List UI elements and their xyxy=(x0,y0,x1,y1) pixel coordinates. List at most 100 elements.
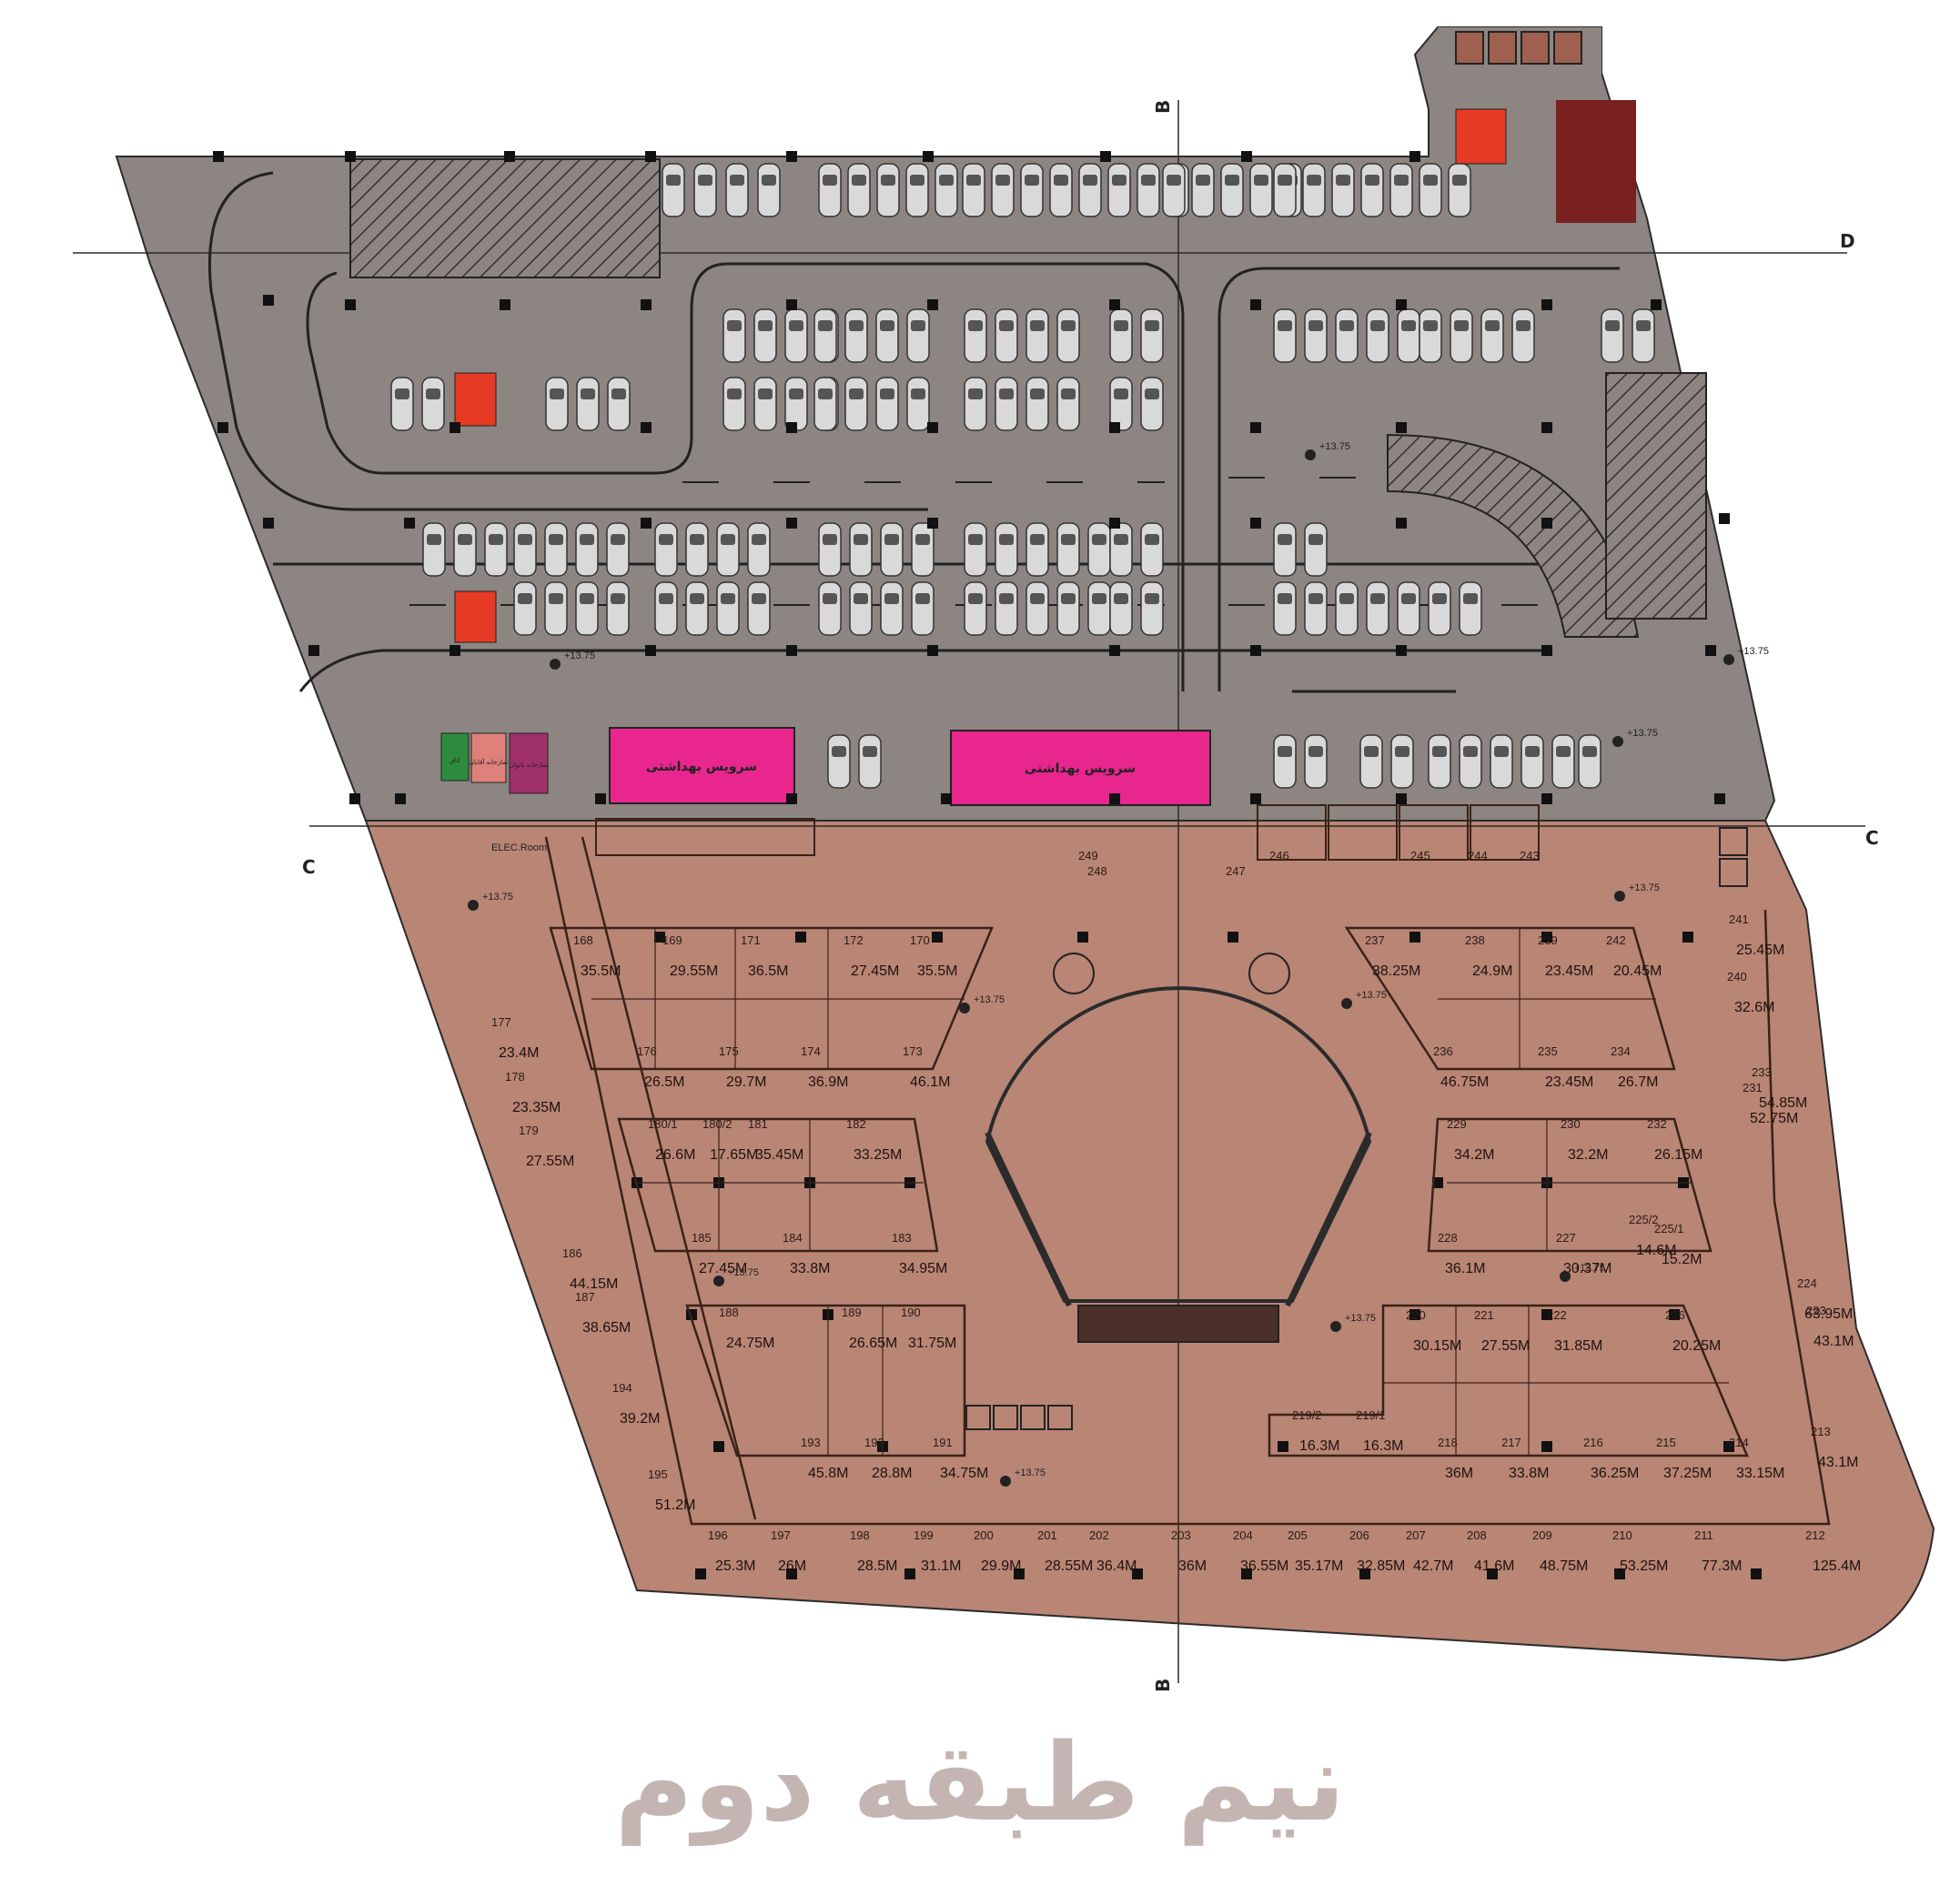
shop-area: 35.45M xyxy=(755,1147,803,1163)
shop-area: 23.35M xyxy=(512,1100,561,1115)
shop-number: 189 xyxy=(842,1306,862,1319)
room-label-purple: نمازخانه بانوان xyxy=(510,761,549,769)
shop-number: 207 xyxy=(1406,1528,1426,1542)
column xyxy=(1682,932,1693,943)
column xyxy=(786,422,797,433)
shop-area: 51.2M xyxy=(655,1498,695,1513)
column xyxy=(1487,1568,1498,1579)
shop-area: 36.5M xyxy=(748,963,788,979)
shop-number: 240 xyxy=(1727,970,1747,983)
level-mark-icon xyxy=(959,1003,970,1014)
column xyxy=(1241,151,1252,162)
parked-car xyxy=(1578,734,1601,789)
level-mark-icon xyxy=(550,659,561,670)
parked-car xyxy=(607,377,631,431)
column xyxy=(1241,1568,1252,1579)
parked-car xyxy=(784,308,808,363)
wc-block-right xyxy=(950,730,1211,806)
shop-number: 184 xyxy=(783,1231,803,1245)
shop-number: 238 xyxy=(1465,933,1485,947)
column xyxy=(345,299,356,310)
parked-car xyxy=(858,734,882,789)
parked-car xyxy=(1302,163,1326,217)
parked-car xyxy=(575,522,599,577)
shop-number: 217 xyxy=(1501,1436,1521,1449)
column xyxy=(654,932,665,943)
column xyxy=(1109,518,1120,529)
shop-area: 25.45M xyxy=(1736,943,1784,958)
column xyxy=(1409,1309,1420,1320)
shop-number: 220 xyxy=(1406,1308,1426,1322)
level-mark-icon xyxy=(1614,891,1625,902)
parked-car xyxy=(964,308,987,363)
column xyxy=(904,1568,915,1579)
shop-number: 200 xyxy=(974,1528,994,1542)
parked-car xyxy=(1360,163,1384,217)
column xyxy=(1077,932,1088,943)
shop-number: 180/1 xyxy=(648,1117,678,1131)
parked-car xyxy=(1511,308,1535,363)
parked-car xyxy=(1335,308,1359,363)
parked-car xyxy=(906,308,930,363)
axis-label-b-top: B xyxy=(1152,100,1174,114)
parked-car xyxy=(1273,522,1297,577)
column xyxy=(595,793,606,804)
wc-label-left: سرویس بهداشتی xyxy=(646,760,757,774)
shop-area: 33.8M xyxy=(1509,1466,1549,1481)
parked-car xyxy=(757,163,781,217)
shop-number: 214 xyxy=(1729,1436,1749,1449)
parked-car xyxy=(964,522,987,577)
parked-car xyxy=(1521,734,1544,789)
column xyxy=(1396,518,1407,529)
parked-car xyxy=(722,308,746,363)
parked-car xyxy=(1419,163,1442,217)
parked-car xyxy=(849,522,873,577)
axis-label-c-left: C xyxy=(302,856,316,878)
level-mark-icon xyxy=(1723,654,1734,665)
shop-area: 14.6M xyxy=(1636,1243,1676,1258)
shop-area: 33.15M xyxy=(1736,1466,1784,1481)
shop-area: 38.65M xyxy=(582,1320,631,1336)
parked-car xyxy=(964,377,987,431)
atrium xyxy=(985,953,1372,1343)
shop-number: 235 xyxy=(1538,1044,1558,1058)
column xyxy=(786,645,797,656)
elec-room-label: ELEC.Room xyxy=(491,842,547,853)
elevator-boxes xyxy=(965,827,1748,1430)
shop-number: 226 xyxy=(1665,1308,1685,1322)
parking-spaces xyxy=(390,163,1655,789)
shop-number: 168 xyxy=(573,933,593,947)
shop-number: 218 xyxy=(1438,1436,1458,1449)
parked-car xyxy=(575,581,599,636)
parked-car xyxy=(1331,163,1355,217)
level-mark: +13.75 xyxy=(482,892,513,903)
shop-area: 31.85M xyxy=(1554,1338,1602,1354)
shop-number: 230 xyxy=(1561,1117,1581,1131)
parked-car xyxy=(1273,734,1297,789)
shop-number: 198 xyxy=(850,1528,870,1542)
column xyxy=(1541,1441,1552,1452)
ramp-hatch-top xyxy=(349,158,661,278)
shop-area: 41.6M xyxy=(1474,1558,1514,1574)
shop-number: 222 xyxy=(1547,1308,1567,1322)
parked-car xyxy=(484,522,508,577)
parked-car xyxy=(725,163,749,217)
parked-car xyxy=(1162,163,1186,217)
column xyxy=(1109,645,1120,656)
shop-area: 34.95M xyxy=(899,1261,947,1276)
parked-car xyxy=(716,581,740,636)
shop-number: 175 xyxy=(719,1044,739,1058)
column xyxy=(217,422,228,433)
parked-car xyxy=(1389,163,1413,217)
shop-number: 239 xyxy=(1538,933,1558,947)
parked-car xyxy=(1220,163,1244,217)
shop-area: 31.1M xyxy=(921,1558,961,1574)
parked-car xyxy=(1191,163,1215,217)
shop-number: 194 xyxy=(612,1381,632,1395)
column xyxy=(1250,518,1261,529)
parked-car xyxy=(1137,163,1160,217)
shop-area: 34.75M xyxy=(940,1466,988,1481)
parked-car xyxy=(1107,163,1131,217)
shop-area: 38.25M xyxy=(1372,963,1420,979)
